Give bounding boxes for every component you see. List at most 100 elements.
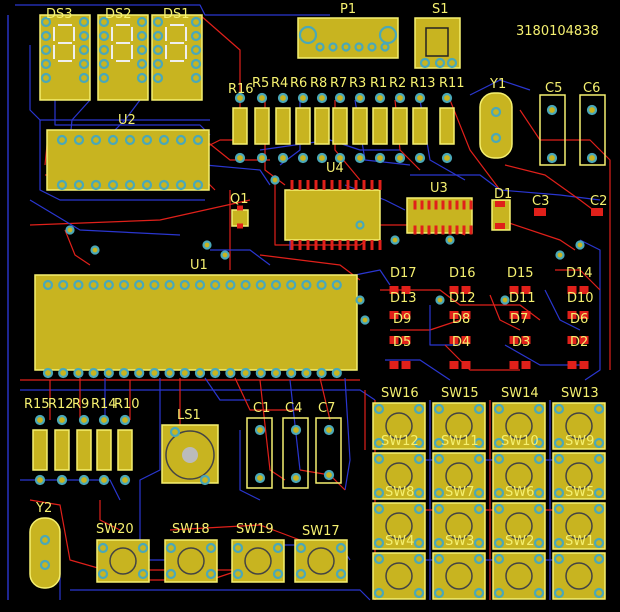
pad bbox=[190, 58, 202, 70]
pad bbox=[493, 437, 505, 449]
smd-pad bbox=[509, 286, 519, 294]
pad bbox=[493, 487, 505, 499]
button-cap bbox=[505, 512, 533, 540]
button-cap bbox=[565, 512, 593, 540]
segment-digit bbox=[165, 24, 187, 62]
pad bbox=[136, 58, 148, 70]
trace bbox=[29, 199, 181, 236]
component-outline bbox=[275, 107, 291, 145]
ref-label-d16: D16 bbox=[449, 266, 476, 281]
pad bbox=[175, 134, 187, 146]
pad bbox=[98, 16, 110, 28]
pad bbox=[234, 92, 246, 104]
pad bbox=[88, 279, 99, 291]
pad bbox=[152, 16, 164, 28]
ref-label-c7: C7 bbox=[318, 401, 336, 416]
component-outline bbox=[579, 94, 606, 166]
smd-pad bbox=[378, 240, 382, 250]
pad bbox=[97, 542, 109, 554]
button-cap bbox=[505, 562, 533, 590]
pad bbox=[328, 42, 338, 52]
smd-pad bbox=[591, 208, 603, 216]
smd-pad bbox=[413, 200, 417, 210]
smd-pad bbox=[509, 361, 519, 369]
pad bbox=[40, 16, 52, 28]
pad bbox=[553, 453, 565, 465]
ref-label-r4: R4 bbox=[271, 76, 289, 91]
pad bbox=[316, 92, 328, 104]
smd-pad bbox=[370, 180, 374, 190]
pad bbox=[164, 367, 175, 379]
ref-label-r5: R5 bbox=[252, 76, 270, 91]
crystal-body bbox=[479, 92, 513, 159]
pad bbox=[73, 179, 85, 191]
pad bbox=[40, 72, 52, 84]
pad bbox=[575, 240, 585, 250]
pad bbox=[546, 104, 558, 116]
pad bbox=[40, 58, 52, 70]
trace bbox=[204, 139, 270, 161]
smd-pad bbox=[322, 240, 326, 250]
component-outline bbox=[32, 429, 48, 471]
pad bbox=[413, 553, 425, 565]
component-outline bbox=[76, 429, 92, 471]
pad bbox=[593, 403, 605, 415]
smd-pad bbox=[237, 223, 243, 229]
trace bbox=[210, 249, 271, 266]
button-cap bbox=[244, 547, 272, 575]
pad bbox=[152, 72, 164, 84]
pad bbox=[65, 225, 75, 235]
pad bbox=[78, 414, 90, 426]
button-cap bbox=[445, 412, 473, 440]
pad bbox=[194, 279, 206, 291]
pad bbox=[270, 279, 282, 291]
pad bbox=[553, 553, 565, 565]
pad bbox=[149, 367, 160, 379]
pad bbox=[73, 367, 84, 379]
ref-label-u1: U1 bbox=[190, 258, 208, 273]
pad bbox=[298, 25, 318, 45]
pad bbox=[190, 44, 202, 56]
pad bbox=[58, 279, 69, 291]
ref-label-r15: R15 bbox=[24, 397, 50, 412]
smd-pad bbox=[237, 205, 243, 211]
ref-label-d9: D9 bbox=[393, 312, 412, 327]
smd-pad bbox=[509, 311, 519, 319]
smd-pad bbox=[401, 336, 411, 344]
component-outline bbox=[314, 107, 330, 145]
pad bbox=[374, 152, 386, 164]
ref-label-r10: R10 bbox=[114, 397, 140, 412]
pad bbox=[56, 134, 68, 146]
buzzer-ring bbox=[165, 430, 215, 480]
pad bbox=[254, 424, 266, 436]
trace bbox=[239, 430, 261, 501]
pad bbox=[103, 367, 114, 379]
pad bbox=[297, 152, 309, 164]
pad bbox=[593, 487, 605, 499]
smd-pad bbox=[434, 200, 438, 210]
smd-pad bbox=[401, 361, 411, 369]
pad bbox=[355, 220, 365, 230]
pad bbox=[119, 474, 131, 486]
pad bbox=[42, 279, 54, 291]
pad bbox=[40, 30, 52, 42]
smd-pad bbox=[322, 180, 326, 190]
pad bbox=[169, 426, 181, 438]
pad bbox=[493, 537, 505, 549]
smd-pad bbox=[427, 200, 431, 210]
component-outline bbox=[539, 94, 566, 166]
ref-label-r3: R3 bbox=[349, 76, 367, 91]
button-cap bbox=[445, 512, 473, 540]
pad bbox=[190, 72, 202, 84]
pad bbox=[323, 469, 335, 481]
pad bbox=[78, 474, 90, 486]
pad bbox=[500, 295, 510, 305]
pad bbox=[97, 568, 109, 580]
pad bbox=[553, 403, 565, 415]
smd-pad bbox=[290, 180, 294, 190]
smd-pad bbox=[389, 361, 399, 369]
pad bbox=[90, 179, 102, 191]
ref-label-r14: R14 bbox=[91, 397, 117, 412]
pad bbox=[58, 367, 69, 379]
smd-pad bbox=[461, 361, 471, 369]
